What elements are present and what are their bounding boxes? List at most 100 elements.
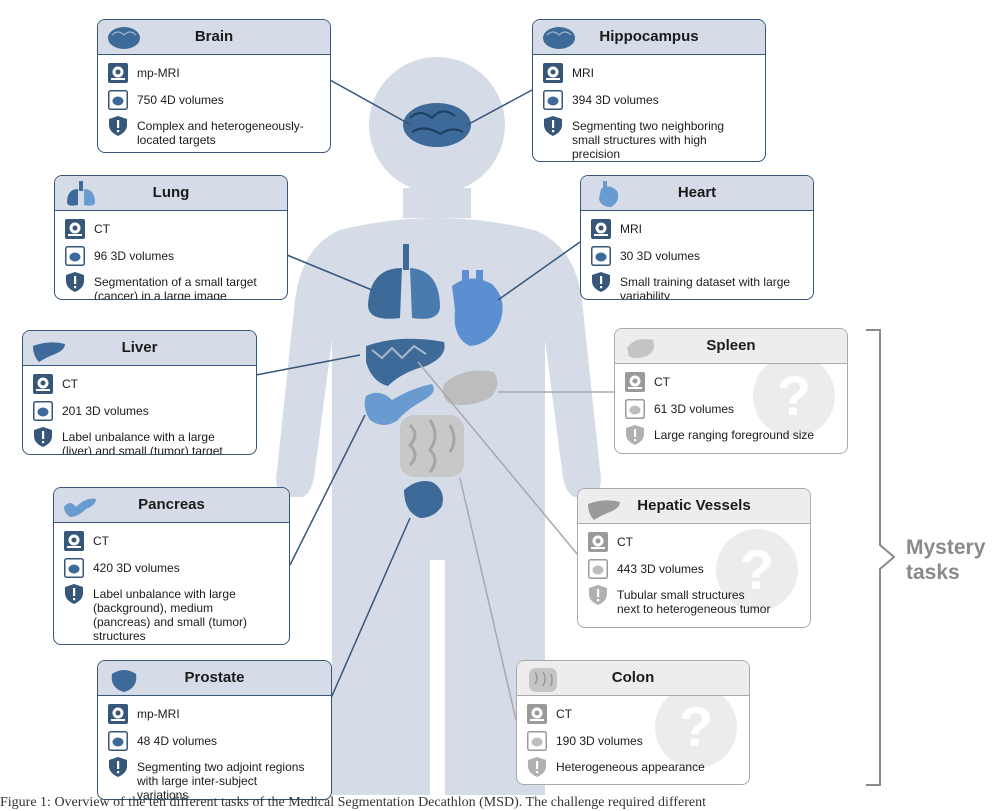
modality-row: CT [625, 372, 841, 392]
colon-organ [400, 415, 464, 477]
modality-row: MRI [543, 63, 759, 83]
challenge-line: precision [572, 147, 621, 161]
scanner-icon [591, 219, 611, 239]
task-title: Prostate [184, 669, 245, 686]
heart-organ [452, 270, 503, 346]
task-title: Liver [121, 339, 158, 356]
modality-text: mp-MRI [137, 66, 180, 80]
challenge-line: structures [93, 629, 146, 643]
pancreas-icon [64, 498, 96, 517]
volume-icon [543, 90, 563, 110]
volumes-text: 190 3D volumes [556, 734, 643, 748]
connector-lines [255, 79, 614, 721]
question-mark-icon: ? [753, 355, 835, 437]
volumes-row: 61 3D volumes [625, 399, 841, 419]
question-mark-icon: ? [716, 529, 798, 611]
card-header: Prostate [98, 661, 331, 696]
challenge-line: Label unbalance with a large [62, 430, 215, 444]
volume-icon [33, 401, 53, 421]
scanner-icon [543, 63, 563, 83]
volumes-row: 190 3D volumes [527, 731, 743, 751]
volume-icon [527, 731, 547, 751]
volumes-text: 750 4D volumes [137, 93, 224, 107]
modality-text: mp-MRI [137, 707, 180, 721]
modality-row: mp-MRI [108, 704, 325, 724]
modality-text: CT [93, 534, 109, 548]
volume-icon [591, 246, 611, 266]
task-title: Spleen [706, 337, 756, 354]
challenge-row: Large ranging foreground size [625, 425, 841, 445]
challenge-row: Heterogeneous appearance [527, 757, 743, 777]
scanner-icon [33, 374, 53, 394]
card-header: Pancreas [54, 488, 289, 523]
volumes-row: 48 4D volumes [108, 731, 325, 751]
modality-text: MRI [572, 66, 594, 80]
warning-shield-icon [528, 757, 546, 777]
task-title: Hepatic Vessels [637, 497, 751, 514]
modality-row: CT [33, 374, 250, 394]
card-header: Hepatic Vessels [578, 489, 810, 524]
volumes-text: 394 3D volumes [572, 93, 659, 107]
challenge-line: Segmenting two neighboring [572, 119, 725, 133]
brain-icon [543, 27, 575, 49]
challenge-row: Segmentation of a small target(cancer) i… [65, 272, 281, 299]
challenge-line: (liver) and small (tumor) target [62, 444, 223, 455]
heart-icon [599, 181, 619, 207]
warning-shield-icon [544, 116, 562, 136]
challenge-line: Small training dataset with large [620, 275, 791, 289]
prostate-organ [404, 481, 443, 518]
challenge-line: (background), medium [93, 601, 214, 615]
intestine-icon [529, 668, 557, 692]
challenge-text: Large ranging foreground size [654, 425, 814, 442]
challenge-row: Label unbalance with large(background), … [64, 584, 283, 643]
scanner-icon [625, 372, 645, 392]
question-mark-icon: ? [655, 686, 737, 768]
scanner-icon [64, 531, 84, 551]
pancreas-organ [364, 384, 434, 425]
spleen-icon [627, 339, 655, 358]
volume-icon [625, 399, 645, 419]
challenge-line: (pancreas) and small (tumor) [93, 615, 248, 629]
card-header: Brain [98, 20, 330, 55]
challenge-line: next to heterogeneous tumor [617, 602, 771, 616]
volumes-text: 61 3D volumes [654, 402, 735, 416]
challenge-line: variations [137, 788, 189, 800]
challenge-text: Segmentation of a small target(cancer) i… [94, 272, 257, 299]
scanner-icon [527, 704, 547, 724]
warning-shield-icon [65, 584, 83, 604]
volumes-text: 443 3D volumes [617, 562, 704, 576]
volume-icon [588, 559, 608, 579]
warning-shield-icon [626, 425, 644, 445]
volumes-row: 201 3D volumes [33, 401, 250, 421]
mystery-label-line-1: Mystery [906, 536, 986, 559]
liver-organ [366, 338, 445, 386]
lungs-icon [67, 181, 95, 206]
volume-icon [65, 246, 85, 266]
warning-shield-icon [592, 272, 610, 292]
mystery-label-line-2: tasks [906, 561, 960, 584]
mystery-tasks-label: Mystery tasks [906, 535, 985, 585]
warning-shield-icon [109, 116, 127, 136]
liver-icon [588, 500, 620, 520]
challenge-row: Complex and heterogeneously-located targ… [108, 116, 324, 147]
scanner-icon [588, 532, 608, 552]
modality-row: mp-MRI [108, 63, 324, 83]
challenge-line: Heterogeneous appearance [556, 760, 705, 774]
card-header: Hippocampus [533, 20, 765, 55]
card-header: Liver [23, 331, 256, 366]
task-title: Colon [611, 669, 655, 686]
modality-text: MRI [620, 222, 642, 236]
volumes-text: 201 3D volumes [62, 404, 149, 418]
